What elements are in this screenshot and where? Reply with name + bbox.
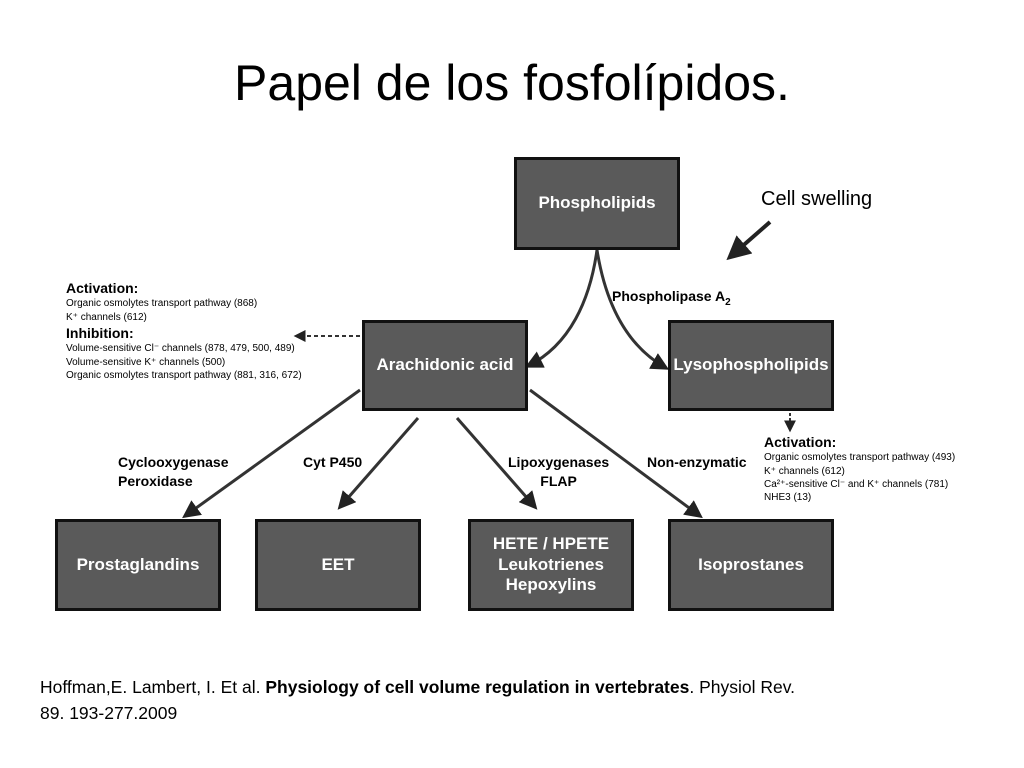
citation: Hoffman,E. Lambert, I. Et al. Physiology… (40, 674, 800, 727)
label-cyclooxygenase: Cyclooxygenase Peroxidase (118, 454, 229, 489)
left-activation-item: Organic osmolytes transport pathway (868… (66, 298, 258, 310)
right-activation-item: K⁺ channels (612) (764, 465, 845, 477)
right-effects-note: Activation: Organic osmolytes transport … (764, 433, 955, 504)
left-effects-note: Activation: Organic osmolytes transport … (66, 279, 302, 382)
arrow-to-isoprostanes (529, 388, 703, 519)
left-inhibition-item: Volume-sensitive K⁺ channels (500) (66, 356, 226, 368)
left-activation-heading: Activation: (66, 280, 139, 296)
node-arachidonic-acid: Arachidonic acid (362, 320, 528, 411)
citation-journal: . Physiol Rev. 89. 193-277.2009 (40, 677, 796, 724)
citation-article-title: Physiology of cell volume regulation in … (265, 677, 690, 697)
label-cyt-p450: Cyt P450 (303, 454, 363, 470)
arrow-to-prostaglandins (182, 388, 361, 519)
node-prostaglandins: Prostaglandins (55, 519, 221, 611)
node-eet: EET (255, 519, 421, 611)
left-inhibition-item: Volume-sensitive Cl⁻ channels (878, 479,… (66, 343, 295, 355)
right-activation-item: Ca²⁺-sensitive Cl⁻ and K⁺ channels (781) (764, 478, 949, 490)
label-phospholipase-main: Phospholipase A (612, 287, 726, 304)
node-lysophospholipids: Lysophospholipids (668, 320, 834, 411)
left-inhibition-heading: Inhibition: (66, 324, 134, 341)
label-cell-swelling: Cell swelling (761, 188, 873, 210)
right-activation-item: NHE3 (13) (764, 492, 812, 504)
arrow-to-eet (337, 417, 420, 510)
right-activation-heading: Activation: (764, 434, 837, 450)
arrow-phospholipids-to-lysophospholipids (595, 249, 670, 370)
label-phospholipase-sub: 2 (725, 296, 731, 308)
node-phospholipids: Phospholipids (514, 157, 680, 250)
arrow-to-hete (455, 417, 538, 510)
right-activation-item: Organic osmolytes transport pathway (493… (764, 452, 956, 464)
citation-authors: Hoffman,E. Lambert, I. Et al. (40, 677, 261, 697)
label-lipoxygenases: Lipoxygenases FLAP (508, 454, 610, 489)
slide-title: Papel de los fosfolípidos. (234, 55, 790, 111)
arrow-phospholipids-to-arachidonic (524, 249, 599, 368)
node-isoprostanes: Isoprostanes (668, 519, 834, 611)
label-phospholipase: Phospholipase A2 (612, 268, 731, 309)
left-inhibition-item: Organic osmolytes transport pathway (881… (66, 369, 302, 381)
label-non-enzymatic: Non-enzymatic (647, 454, 747, 470)
arrow-cell-swelling (726, 220, 772, 261)
node-hete-hpete: HETE / HPETE Leukotrienes Hepoxylins (468, 519, 634, 611)
left-activation-item: K⁺ channels (612) (66, 311, 147, 323)
